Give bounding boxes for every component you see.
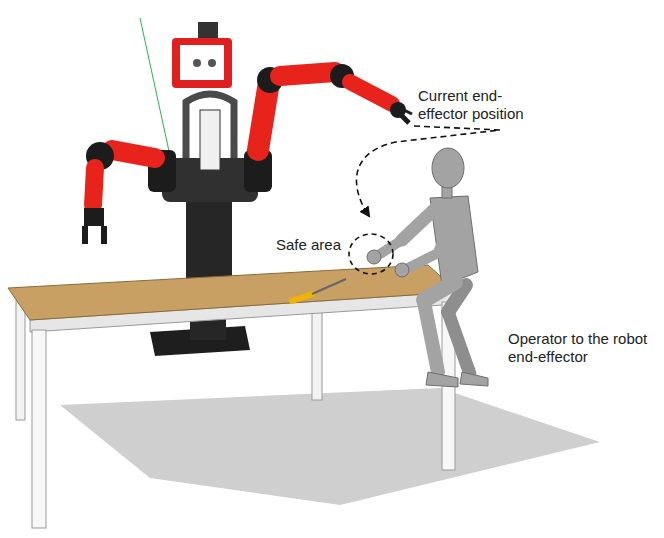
table bbox=[8, 265, 458, 528]
robot-right-arm-part bbox=[404, 110, 412, 114]
robot-left-arm-part bbox=[82, 226, 88, 244]
operator-figure-part bbox=[395, 263, 409, 277]
robot-body-part bbox=[193, 59, 201, 67]
operator-figure-part bbox=[408, 252, 440, 268]
motion-path-part bbox=[349, 234, 393, 274]
table-part bbox=[8, 265, 458, 320]
robot-right-arm-part bbox=[350, 82, 392, 104]
operator-figure-part bbox=[402, 206, 438, 240]
callout-label: Safe area bbox=[276, 236, 352, 254]
robot-body-part bbox=[140, 18, 172, 165]
robot-left-arm-part bbox=[84, 208, 104, 226]
robot-body-part bbox=[172, 38, 232, 88]
callout-label: Current end-effector position bbox=[418, 87, 550, 123]
screwdriver bbox=[292, 279, 346, 301]
table-part bbox=[32, 330, 46, 528]
robot-left-arm-part bbox=[101, 226, 107, 244]
robot-left-arm-part bbox=[112, 150, 155, 158]
robot-left-arm bbox=[82, 142, 155, 244]
operator-figure-part bbox=[380, 240, 402, 254]
operator-figure-part bbox=[426, 372, 458, 387]
callout-label: Operator to the robot end-effector bbox=[508, 330, 650, 366]
robot-body-part bbox=[180, 45, 224, 80]
screwdriver-part bbox=[312, 279, 346, 294]
floor-shadow-part bbox=[60, 388, 600, 505]
operator-figure-part bbox=[448, 312, 470, 374]
screwdriver-part bbox=[292, 294, 312, 301]
operator-figure-part bbox=[432, 148, 464, 188]
motion-path bbox=[349, 126, 500, 274]
motion-path-part bbox=[356, 126, 500, 216]
robot-right-arm-part bbox=[280, 72, 335, 76]
operator-figure-part bbox=[460, 372, 488, 386]
operator-figure-part bbox=[440, 205, 462, 250]
floor-shadow bbox=[60, 388, 600, 505]
operator-figure-part bbox=[367, 250, 381, 264]
robot-right-arm-part bbox=[400, 114, 409, 123]
robot-body-part bbox=[200, 110, 220, 170]
robot-right-arm bbox=[257, 64, 412, 150]
table-back-legs-part bbox=[312, 300, 322, 400]
robot-left-arm-part bbox=[93, 168, 95, 205]
robot-body-part bbox=[208, 59, 216, 67]
operator-figure bbox=[367, 148, 488, 387]
robot-right-arm-part bbox=[258, 88, 268, 150]
table-back-legs-part bbox=[16, 300, 25, 420]
robot-body-part bbox=[198, 22, 218, 38]
robot-body-part bbox=[186, 195, 232, 285]
operator-figure-part bbox=[424, 302, 438, 372]
